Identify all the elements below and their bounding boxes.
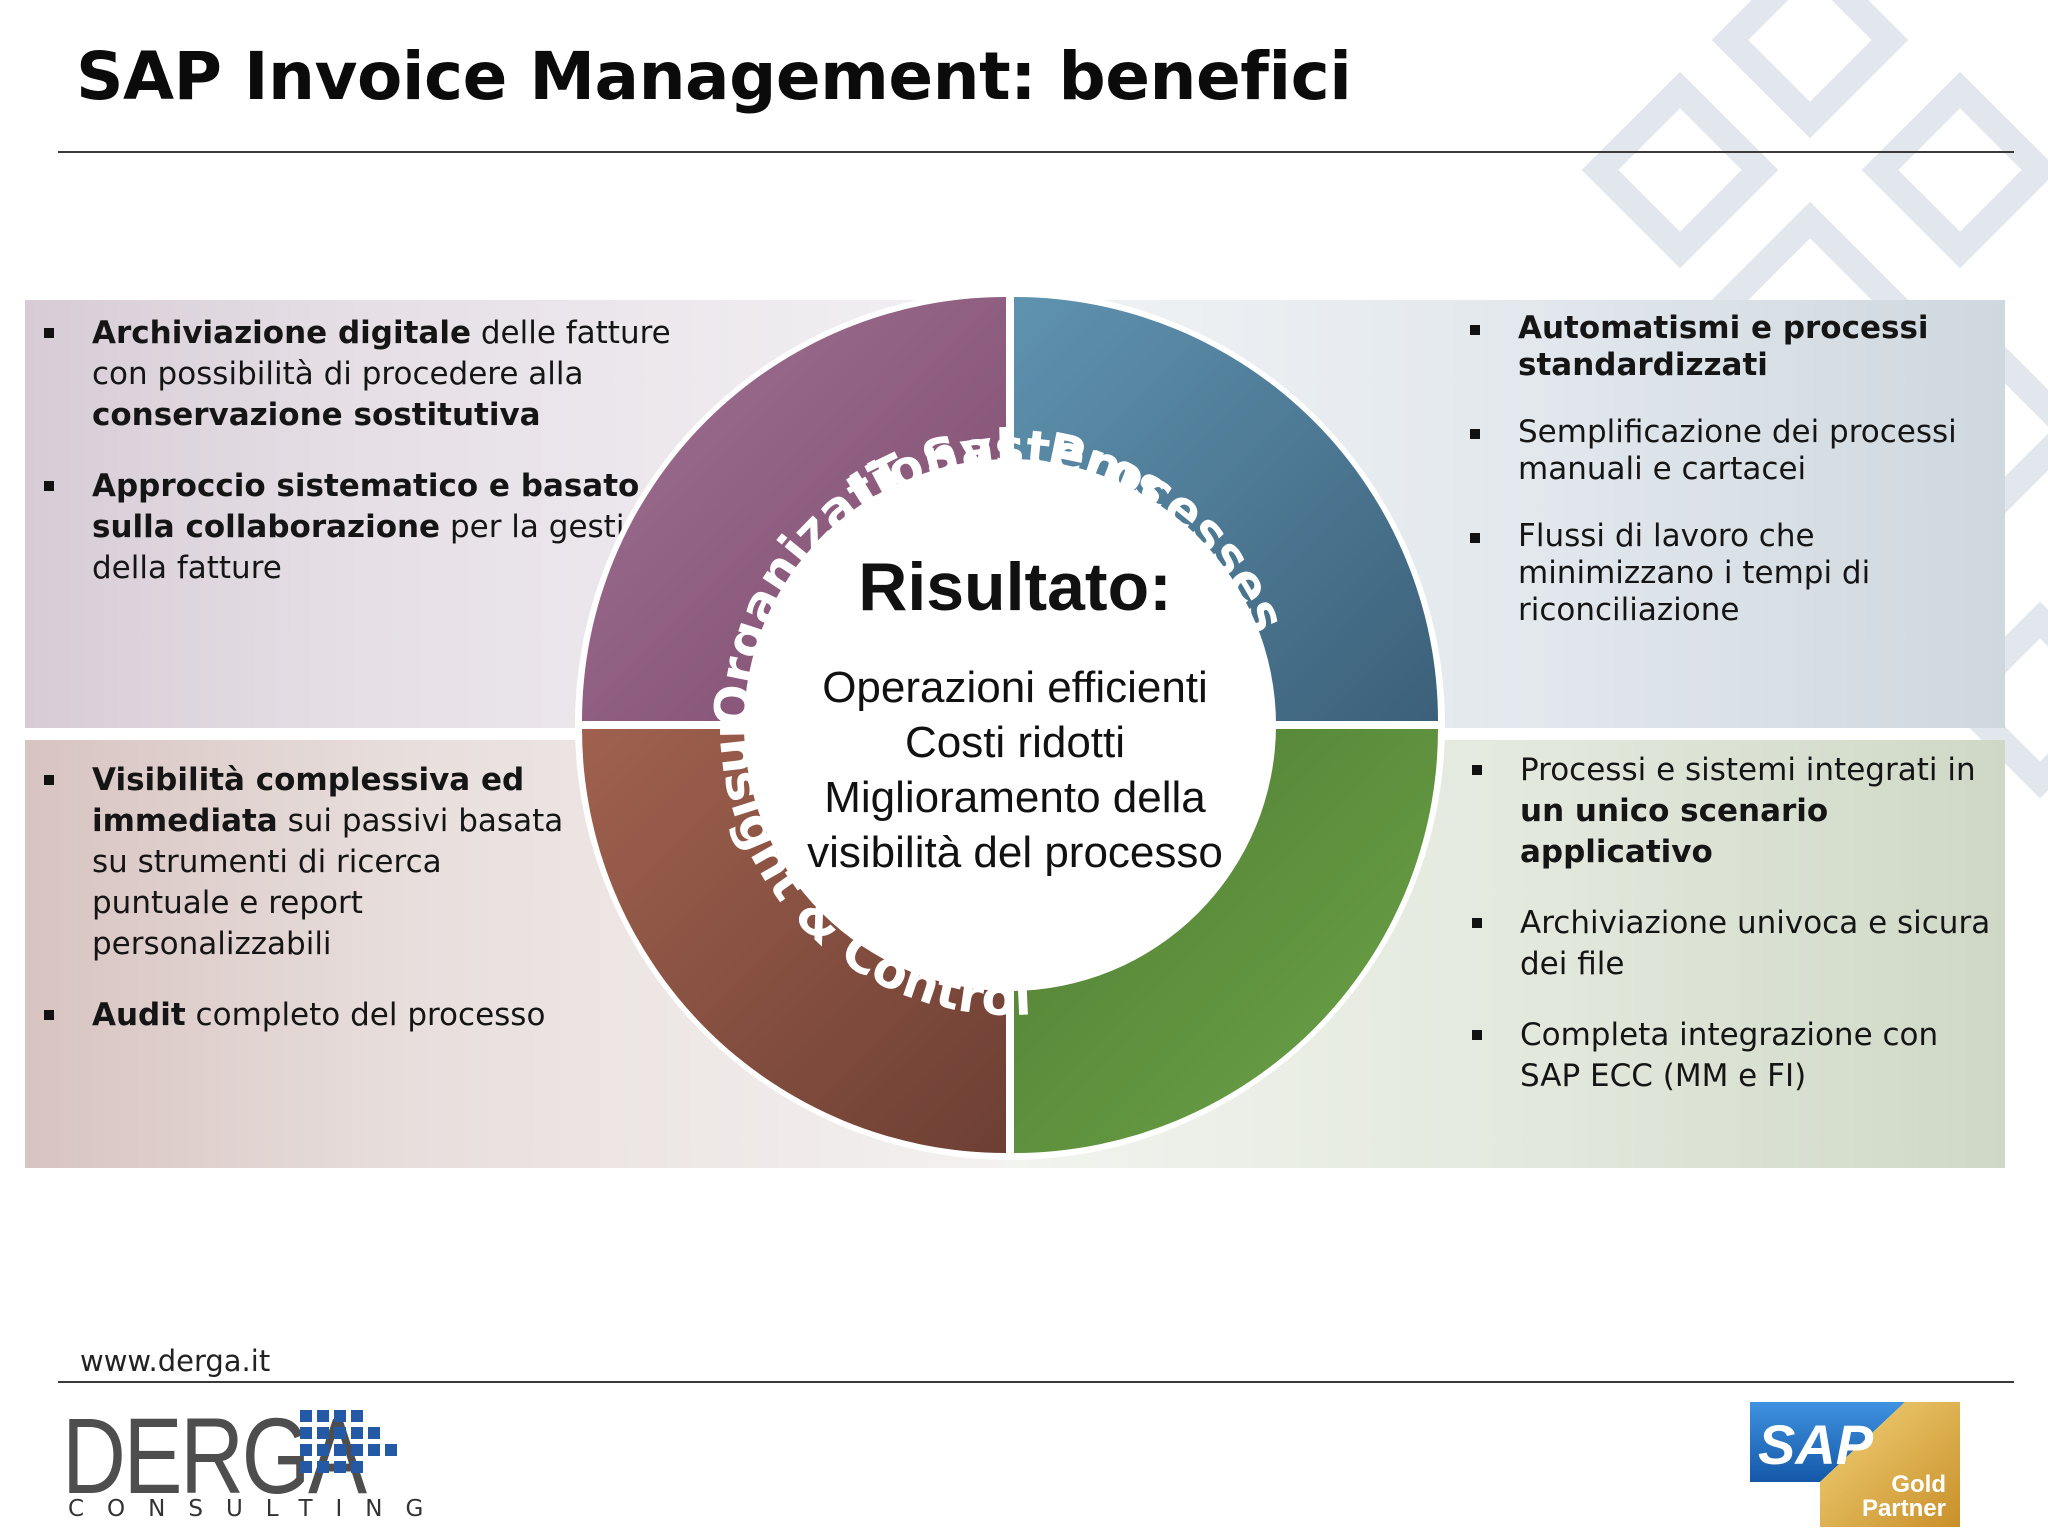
list-bottom-left: Visibilità complessiva ed immediata sui … (44, 760, 574, 1066)
bullet-icon (1472, 918, 1482, 928)
sap-badge-partner: Partner (1862, 1495, 1946, 1522)
bullet-icon (1470, 533, 1480, 543)
sap-gold-partner-logo: SAP Gold Partner (1750, 1402, 1960, 1527)
footer-divider (58, 1381, 2014, 1383)
benefits-wheel: Organizational Processes Insight & Contr… (575, 290, 1445, 1160)
list-item: Automatismi e processi standardizzati (1470, 310, 1990, 384)
bullet-icon (1472, 1030, 1482, 1040)
list-bottom-right: Processi e sistemi integrati in un unico… (1472, 750, 1992, 1127)
result-line: Miglioramento della (824, 773, 1206, 822)
bullet-icon (44, 328, 54, 338)
derga-logo-subtitle: CONSULTING (68, 1496, 447, 1522)
result-line: Costi ridotti (904, 718, 1126, 767)
list-item: Completa integrazione con SAP ECC (MM e … (1472, 1015, 1992, 1097)
list-top-right: Automatismi e processi standardizzati Se… (1470, 310, 1990, 659)
list-item: Semplificazione dei processi manuali e c… (1470, 414, 1990, 488)
bullet-icon (1470, 325, 1480, 335)
sap-badge-gold: Gold (1891, 1471, 1946, 1498)
list-item: Archiviazione digitale delle fatture con… (44, 313, 684, 436)
list-item: Audit completo del processo (44, 995, 574, 1036)
title-divider (58, 151, 2014, 153)
sap-logo-text: SAP (1758, 1413, 1874, 1476)
list-item: Visibilità complessiva ed immediata sui … (44, 760, 574, 965)
bullet-icon (44, 1010, 54, 1020)
derga-grid-icon (300, 1410, 397, 1473)
result-title: Risultato: (858, 549, 1172, 625)
bullet-icon (1470, 429, 1480, 439)
bullet-icon (1472, 765, 1482, 775)
list-item: Flussi di lavoro che minimizzano i tempi… (1470, 518, 1990, 629)
page-title: SAP Invoice Management: benefici (76, 38, 1352, 115)
bullet-icon (44, 775, 54, 785)
list-item: Processi e sistemi integrati in un unico… (1472, 750, 1992, 873)
website-link[interactable]: www.derga.it (80, 1344, 271, 1378)
bullet-icon (44, 481, 54, 491)
derga-logo-word: DERGA (62, 1395, 367, 1516)
result-line: Operazioni efficienti (822, 663, 1208, 712)
result-list: Operazioni efficienti Costi ridotti Migl… (780, 660, 1250, 880)
list-item: Archiviazione univoca e sicura dei file (1472, 903, 1992, 985)
result-line: visibilità del processo (807, 828, 1223, 877)
